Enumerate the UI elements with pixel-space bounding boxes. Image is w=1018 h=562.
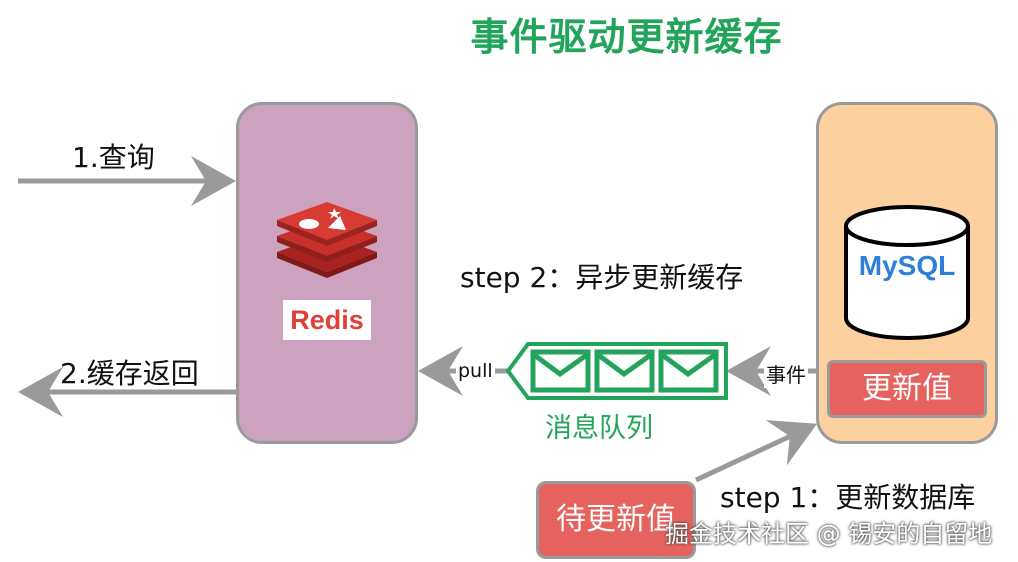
cache-return-label: 2.缓存返回 — [60, 357, 199, 390]
envelope-icon — [594, 349, 655, 393]
queue-label: 消息队列 — [545, 413, 653, 444]
pull-label: pull — [456, 360, 495, 382]
redis-logo-icon — [277, 202, 377, 278]
redis-label: Redis — [283, 300, 371, 340]
updated-value-box: 更新值 — [827, 360, 987, 418]
message-queue — [505, 342, 728, 400]
envelope-icon — [530, 349, 591, 393]
mysql-label: MySQL — [858, 250, 956, 281]
database-icon — [844, 205, 970, 340]
query-label: 1.查询 — [72, 141, 155, 174]
envelope-icon — [658, 349, 719, 393]
step1-arrow — [694, 420, 818, 483]
step2-label: step 2：异步更新缓存 — [460, 261, 744, 294]
watermark: 掘金技术社区 @ 锡安的自留地 — [665, 520, 993, 548]
step1-label: step 1：更新数据库 — [720, 481, 976, 514]
diagram-title: 事件驱动更新缓存 — [470, 15, 783, 59]
pending-value-box: 待更新值 — [536, 481, 696, 559]
event-label: 事件 — [764, 359, 808, 388]
